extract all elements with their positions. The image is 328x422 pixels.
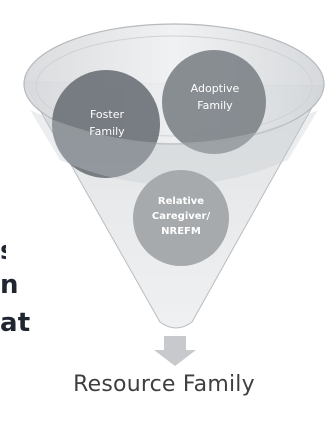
foster-family-label: Foster Family xyxy=(66,106,148,140)
cropped-text-line-3: at xyxy=(0,310,30,336)
resource-family-caption: Resource Family xyxy=(0,372,328,397)
cropped-text-line-1: s xyxy=(0,238,6,264)
down-arrow-icon xyxy=(154,336,196,366)
relative-caregiver-label: Relative Caregiver/ NREFM xyxy=(140,194,222,239)
adoptive-family-label: Adoptive Family xyxy=(172,80,258,114)
cropped-text-line-2: n xyxy=(0,272,19,298)
